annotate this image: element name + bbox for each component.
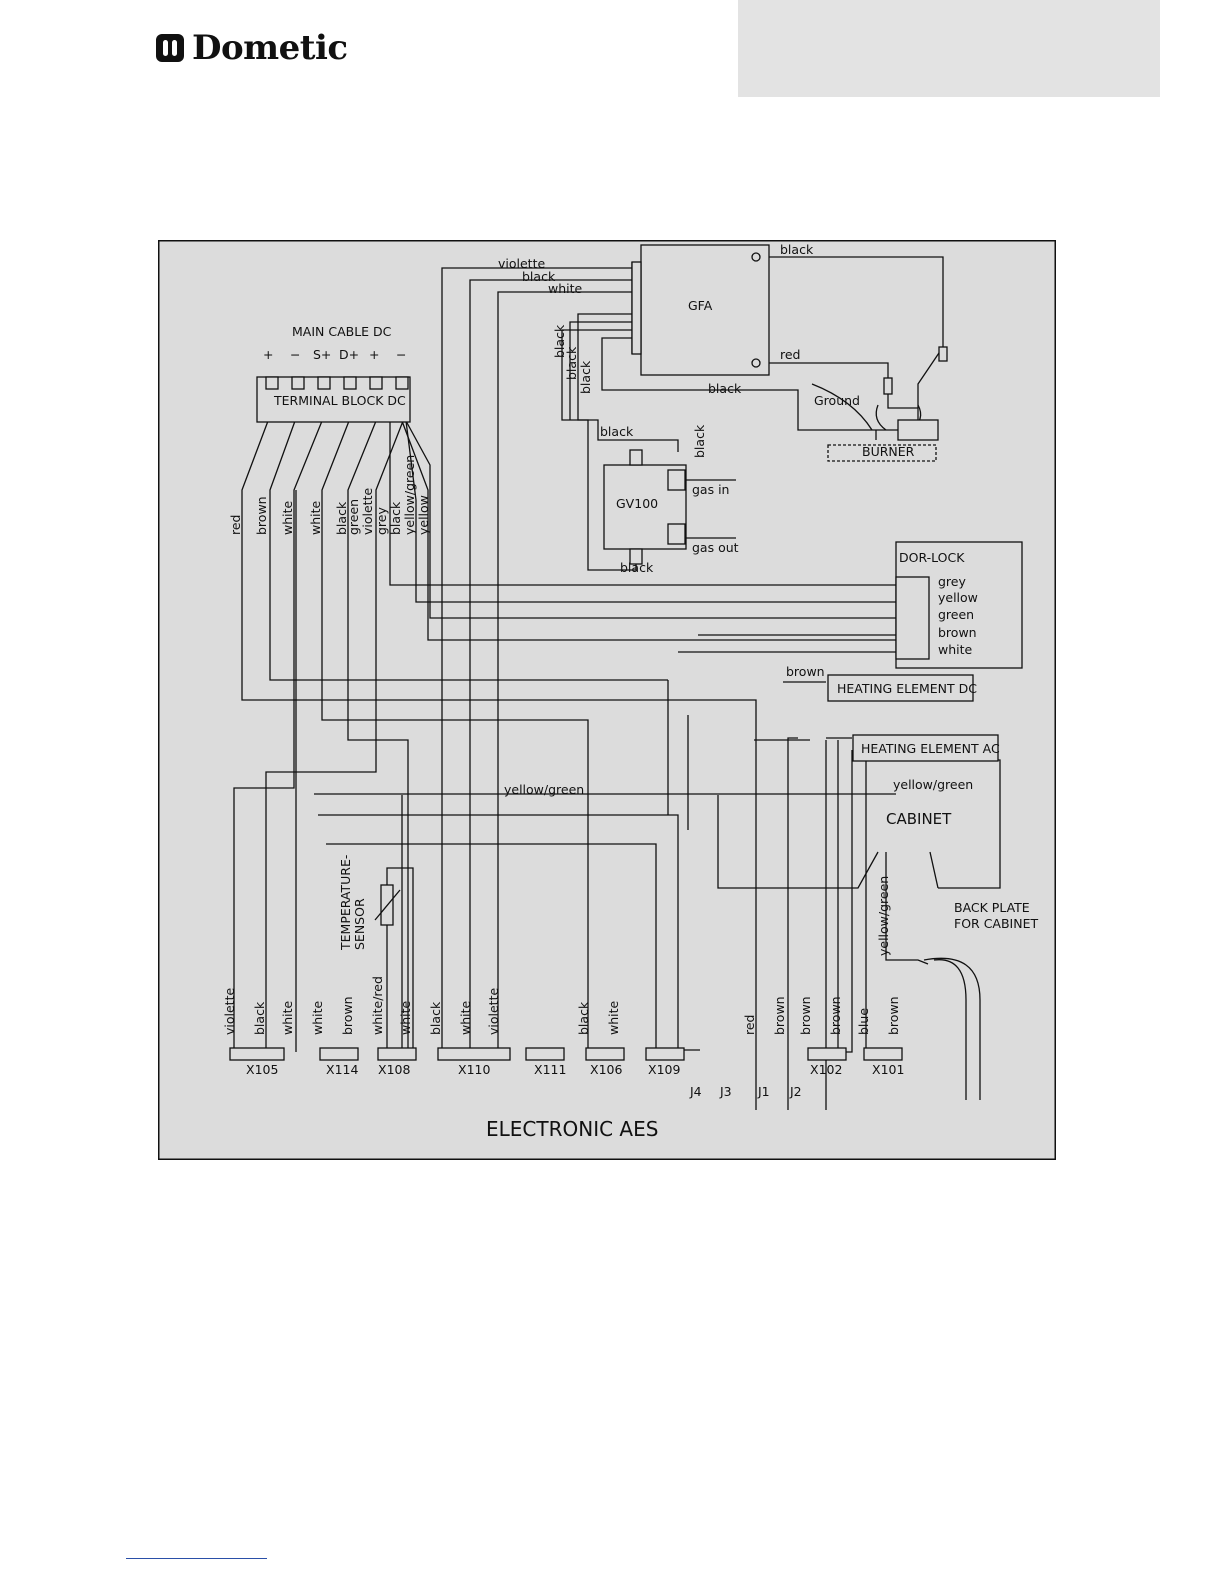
wire-label: black: [552, 324, 567, 358]
electronic-aes-label: ELECTRONIC AES: [486, 1117, 658, 1141]
door-lock-wire-white: white: [938, 642, 973, 657]
wire-label: red: [742, 1015, 757, 1036]
cabinet-label: CABINET: [886, 810, 952, 828]
jumper-j3: J3: [719, 1084, 732, 1099]
gas-in-label: gas in: [692, 482, 729, 497]
wire-label: violette: [486, 988, 501, 1035]
door-lock-label: DOR-LOCK: [899, 550, 965, 565]
wire-label: brown: [340, 996, 355, 1035]
wire-label: yellow/green: [504, 782, 584, 797]
wire-label: brown: [786, 664, 825, 679]
wire-label: brown: [254, 496, 269, 535]
wire-label: black: [692, 424, 707, 458]
back-plate-label-2: FOR CABINET: [954, 916, 1038, 931]
connector-x101: X101: [872, 1062, 904, 1077]
wire-label: brown: [886, 996, 901, 1035]
wire-label: brown: [828, 996, 843, 1035]
dometic-logo: Dometic: [156, 28, 348, 68]
wire-label: blue: [856, 1008, 871, 1035]
wire-label: black: [578, 360, 593, 394]
connector-x110: X110: [458, 1062, 490, 1077]
door-lock-wire-yellow: yellow: [938, 590, 978, 605]
heating-ac-label: HEATING ELEMENT AC: [861, 741, 1000, 756]
wire-label: green: [346, 499, 361, 535]
terminal-block-label: TERMINAL BLOCK DC: [273, 393, 406, 408]
wire-label: white: [458, 1000, 473, 1035]
wire-label: violette: [360, 488, 375, 535]
wire-label: white/red: [370, 976, 385, 1035]
wire-label: brown: [798, 996, 813, 1035]
door-lock-wire-green: green: [938, 607, 974, 622]
wire-label: yellow/green: [402, 455, 417, 535]
wire-label: black: [252, 1001, 267, 1035]
terminal-sign-2: −: [290, 347, 300, 362]
gas-out-label: gas out: [692, 540, 739, 555]
wiring-diagram: MAIN CABLE DC + − S+ D+ + − TERMINAL BLO…: [158, 240, 1056, 1160]
temp-sensor-label-2: SENSOR: [352, 898, 367, 950]
terminal-sign-5: +: [369, 347, 379, 362]
wire-label: violette: [222, 988, 237, 1035]
dometic-logo-icon: [156, 34, 184, 62]
wire-label: black: [522, 269, 556, 284]
door-lock-wire-brown: brown: [938, 625, 977, 640]
terminal-sign-1: +: [263, 347, 273, 362]
wire-label: black: [564, 346, 579, 380]
wire-label: black: [600, 424, 634, 439]
connector-x106: X106: [590, 1062, 622, 1077]
wire-label: black: [428, 1001, 443, 1035]
temp-sensor-label: TEMPERATURE-: [338, 855, 353, 951]
wire-label: black: [620, 560, 654, 575]
wire-label: white: [606, 1000, 621, 1035]
wire-label: red: [228, 515, 243, 536]
terminal-sign-4: D+: [339, 347, 359, 362]
wire-label: black: [780, 242, 814, 257]
gv100-label: GV100: [616, 496, 658, 511]
wire-label: white: [280, 500, 295, 535]
wire-label: yellow/green: [893, 777, 973, 792]
brand-name: Dometic: [192, 28, 348, 68]
wire-label: white: [280, 1000, 295, 1035]
wire-label: black: [388, 501, 403, 535]
wire-label: black: [334, 501, 349, 535]
wire-label: yellow: [416, 495, 431, 535]
wire-label: yellow/green: [876, 876, 891, 956]
main-cable-label: MAIN CABLE DC: [292, 324, 392, 339]
wire-label: white: [548, 281, 583, 296]
jumper-j2: J2: [789, 1084, 802, 1099]
wire-label: white: [310, 1000, 325, 1035]
door-lock-wire-grey: grey: [938, 574, 966, 589]
burner-label: BURNER: [862, 444, 915, 459]
connector-x111: X111: [534, 1062, 566, 1077]
connector-x105: X105: [246, 1062, 278, 1077]
terminal-sign-3: S+: [313, 347, 331, 362]
wire-label: white: [398, 1000, 413, 1035]
footer-link-line: [126, 1558, 267, 1559]
wire-label: violette: [498, 256, 545, 271]
wire-label: red: [780, 347, 801, 362]
gfa-label: GFA: [688, 298, 713, 313]
connector-x109: X109: [648, 1062, 680, 1077]
wire-label: black: [708, 381, 742, 396]
connector-x114: X114: [326, 1062, 358, 1077]
wire-label: grey: [374, 507, 389, 535]
heating-dc-label: HEATING ELEMENT DC: [837, 681, 977, 696]
connector-x102: X102: [810, 1062, 842, 1077]
connector-x108: X108: [378, 1062, 410, 1077]
jumper-j1: J1: [757, 1084, 770, 1099]
ground-label: Ground: [814, 393, 860, 408]
wire-label: white: [308, 500, 323, 535]
jumper-j4: J4: [689, 1084, 702, 1099]
header-grey-box: [738, 0, 1160, 97]
wire-label: brown: [772, 996, 787, 1035]
wire-label: black: [576, 1001, 591, 1035]
terminal-sign-6: −: [396, 347, 406, 362]
back-plate-label: BACK PLATE: [954, 900, 1030, 915]
